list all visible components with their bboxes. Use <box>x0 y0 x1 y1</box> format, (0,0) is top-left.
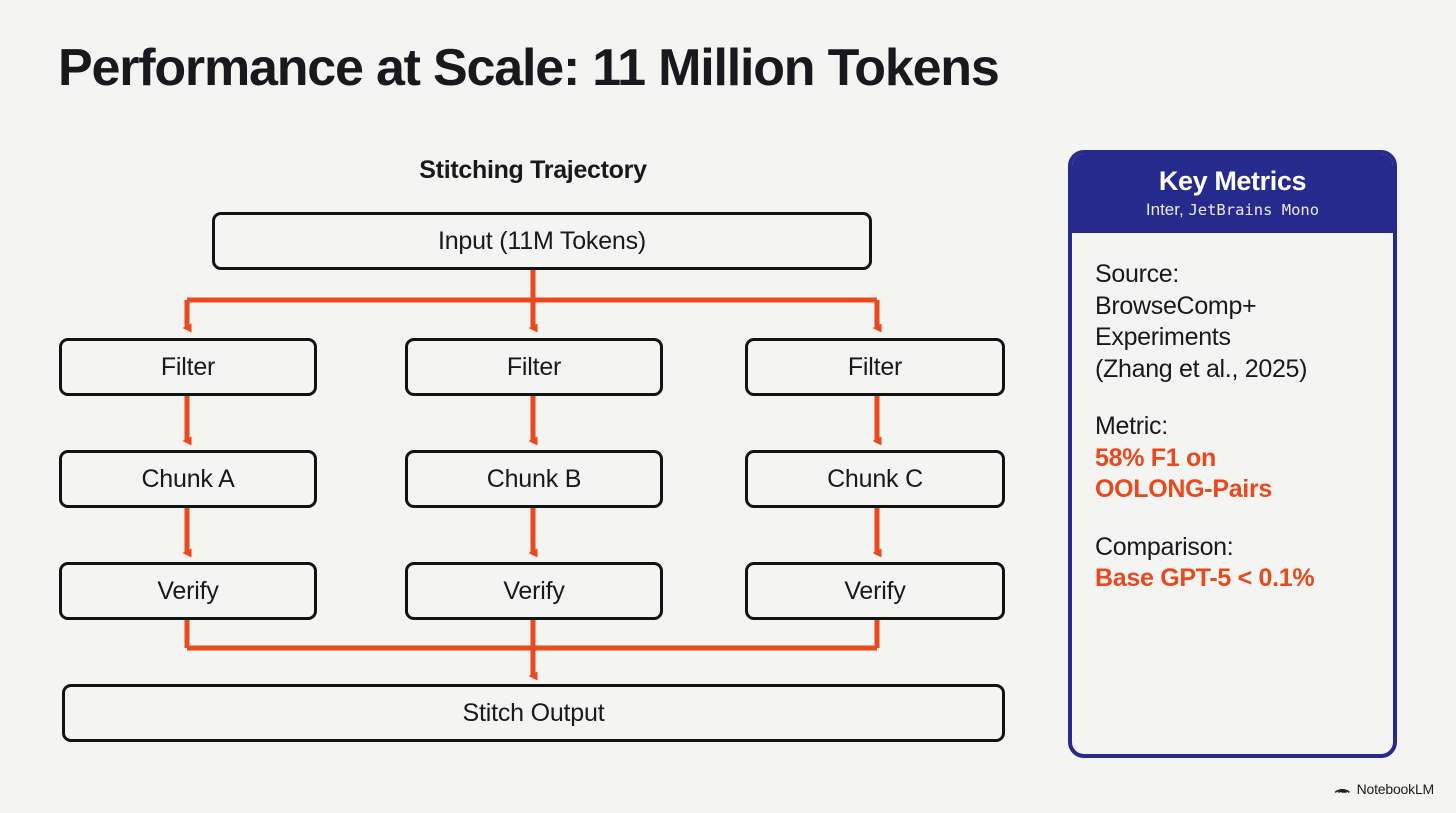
node-filter-1[interactable]: Filter <box>59 338 317 396</box>
node-stitch-output[interactable]: Stitch Output <box>62 684 1005 742</box>
node-chunk-c[interactable]: Chunk C <box>745 450 1005 508</box>
key-metrics-title: Key Metrics <box>1158 166 1307 196</box>
subtitle-mono-part: JetBrains Mono <box>1188 201 1320 220</box>
metric-group-source: Source: BrowseComp+ Experiments (Zhang e… <box>1095 259 1370 385</box>
node-verify-3[interactable]: Verify <box>745 562 1005 620</box>
key-metrics-header: Key Metrics Inter, JetBrains Mono <box>1072 154 1393 234</box>
node-chunk-a[interactable]: Chunk A <box>59 450 317 508</box>
stitching-trajectory-diagram: Stitching Trajectory <box>59 156 1005 742</box>
metric-metric-value-line-1: 58% F1 on <box>1095 443 1216 472</box>
notebooklm-watermark: NotebookLM <box>1334 779 1434 799</box>
node-filter-2[interactable]: Filter <box>405 338 663 396</box>
metric-metric-label: Metric: <box>1095 412 1168 441</box>
node-chunk-b[interactable]: Chunk B <box>405 450 663 508</box>
node-input[interactable]: Input (11M Tokens) <box>212 212 872 270</box>
metric-comparison-label: Comparison: <box>1095 532 1234 561</box>
metric-source-line-4: (Zhang et al., 2025) <box>1095 354 1308 383</box>
metric-group-metric: Metric: 58% F1 on OOLONG-Pairs <box>1095 411 1370 506</box>
diagram-heading: Stitching Trajectory <box>419 156 647 184</box>
metric-metric-value-line-2: OOLONG-Pairs <box>1095 475 1272 504</box>
key-metrics-body: Source: BrowseComp+ Experiments (Zhang e… <box>1072 233 1393 595</box>
node-verify-2[interactable]: Verify <box>405 562 663 620</box>
metric-source-line-3: Experiments <box>1095 323 1231 352</box>
flow-connectors <box>182 270 882 681</box>
notebooklm-spiral-icon <box>1334 779 1351 799</box>
metric-source-line-2: BrowseComp+ <box>1095 291 1257 320</box>
node-verify-1[interactable]: Verify <box>59 562 317 620</box>
metric-comparison-value: Base GPT-5 < 0.1% <box>1095 564 1315 593</box>
key-metrics-subtitle: Inter, JetBrains Mono <box>1082 200 1383 220</box>
key-metrics-panel: Key Metrics Inter, JetBrains Mono Source… <box>1068 150 1397 758</box>
subtitle-sans-part: Inter, <box>1145 200 1184 220</box>
page-title: Performance at Scale: 11 Million Tokens <box>58 39 1000 97</box>
metric-group-comparison: Comparison: Base GPT-5 < 0.1% <box>1095 532 1370 595</box>
metric-source-line-1: Source: <box>1095 260 1180 289</box>
notebooklm-label: NotebookLM <box>1356 781 1435 797</box>
node-filter-3[interactable]: Filter <box>745 338 1005 396</box>
